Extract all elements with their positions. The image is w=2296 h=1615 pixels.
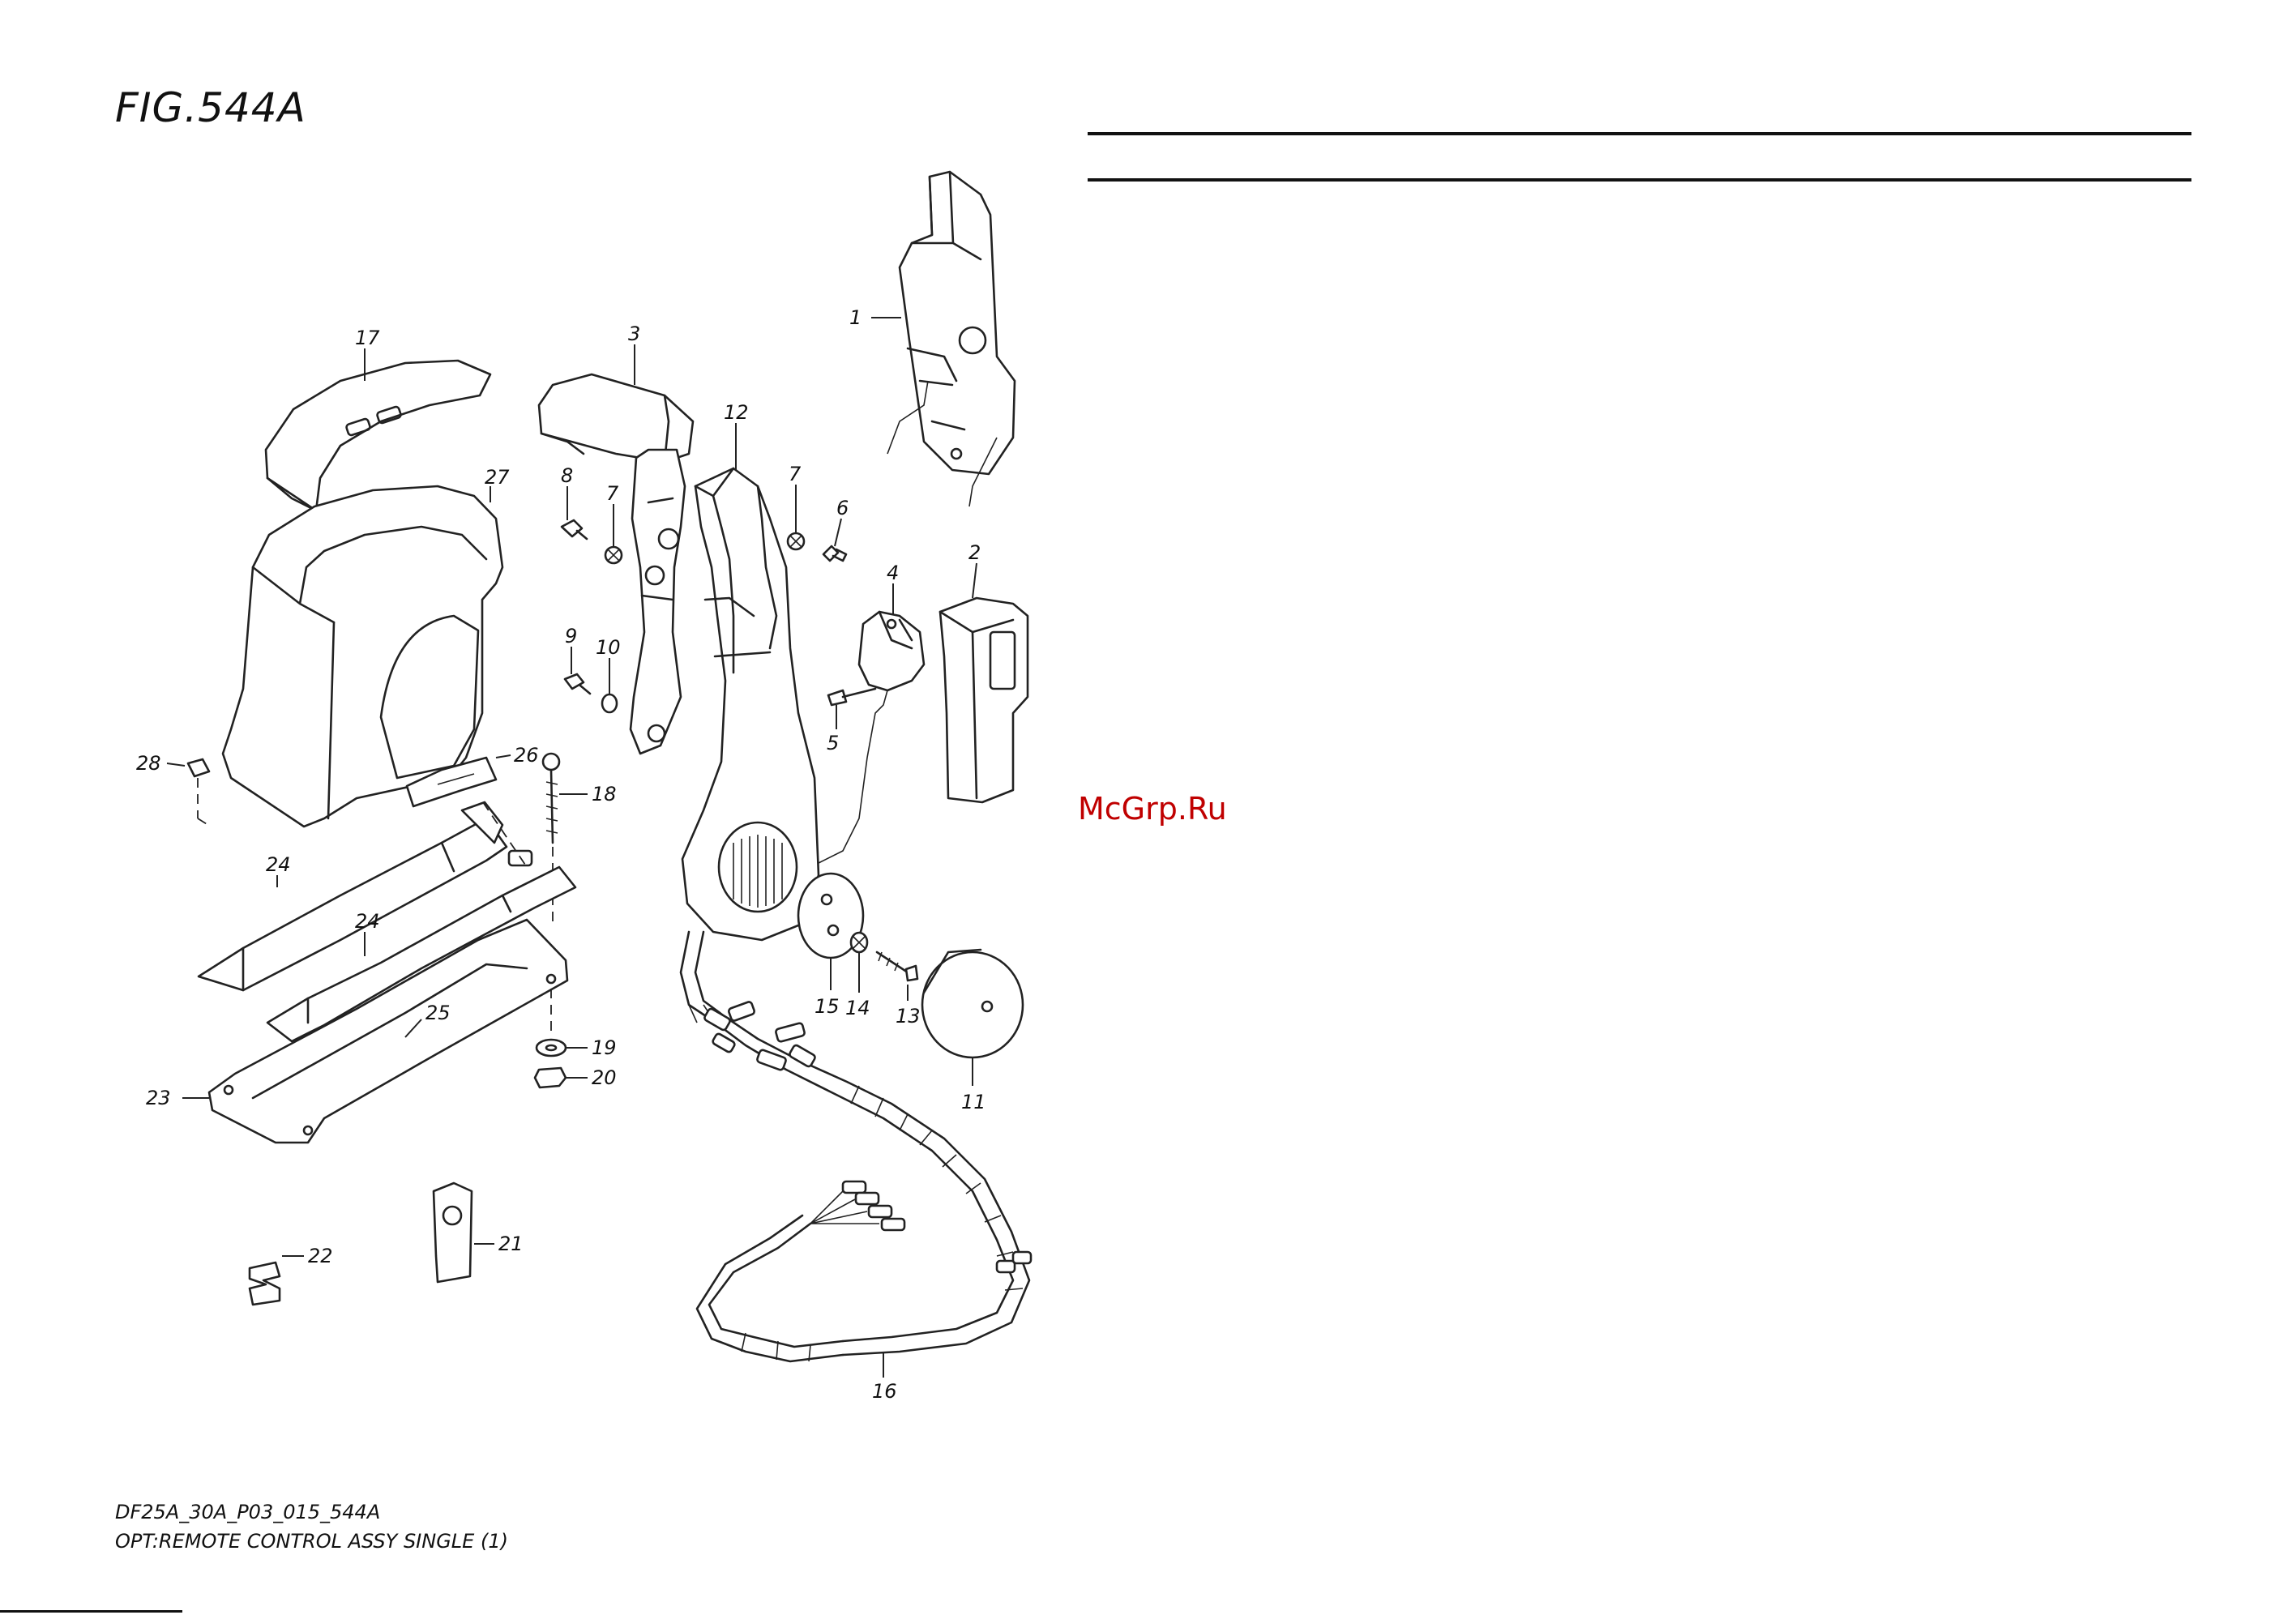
part-28-bolt bbox=[188, 759, 209, 818]
footer-rule bbox=[0, 1610, 182, 1613]
part-19-washer bbox=[537, 1040, 566, 1056]
model-code: DF25A_30A_P03_015_544A bbox=[115, 1501, 380, 1523]
part-5-screw bbox=[828, 689, 875, 705]
callout-21: 21 bbox=[498, 1233, 524, 1255]
callout-18: 18 bbox=[592, 783, 617, 805]
callout-27: 27 bbox=[485, 466, 510, 489]
callout-13: 13 bbox=[896, 1005, 921, 1028]
callout-20: 20 bbox=[592, 1066, 617, 1089]
part-7-washer-right bbox=[788, 533, 804, 549]
callout-26: 26 bbox=[514, 744, 539, 767]
callout-25: 25 bbox=[425, 1002, 451, 1024]
figure-description: OPT:REMOTE CONTROL ASSY SINGLE (1) bbox=[115, 1530, 508, 1553]
part-10-washer bbox=[602, 694, 617, 712]
callout-11: 11 bbox=[961, 1091, 986, 1113]
part-17-upper-cover bbox=[266, 361, 490, 511]
callout-23: 23 bbox=[146, 1087, 171, 1109]
callout-24-lower: 24 bbox=[355, 910, 380, 933]
part-22-retainer bbox=[250, 1263, 280, 1305]
callout-16: 16 bbox=[872, 1380, 897, 1403]
callout-10: 10 bbox=[596, 636, 621, 659]
part-14-washer bbox=[851, 933, 867, 952]
callout-8: 8 bbox=[561, 464, 573, 487]
callout-9: 9 bbox=[565, 625, 577, 647]
part-3-handle-lever bbox=[539, 374, 693, 754]
callout-1: 1 bbox=[849, 306, 862, 329]
callout-22: 22 bbox=[308, 1245, 333, 1267]
part-6-screw bbox=[823, 546, 846, 561]
callout-4: 4 bbox=[887, 562, 899, 584]
callout-labels: 1 2 3 4 5 6 7 7 8 9 10 11 12 13 14 15 16… bbox=[136, 306, 986, 1403]
part-13-screw bbox=[877, 952, 917, 981]
callout-12: 12 bbox=[724, 401, 749, 424]
part-8-bolt bbox=[562, 520, 587, 539]
part-21-clip bbox=[434, 1183, 472, 1282]
callout-6: 6 bbox=[836, 497, 849, 519]
callout-24-upper: 24 bbox=[266, 853, 291, 876]
callout-28: 28 bbox=[136, 752, 161, 775]
callout-7-left: 7 bbox=[606, 482, 619, 505]
callout-5: 5 bbox=[827, 732, 839, 754]
part-2-cover bbox=[940, 598, 1028, 802]
part-9-bolt bbox=[565, 674, 590, 694]
callout-15: 15 bbox=[815, 995, 840, 1018]
callout-17: 17 bbox=[355, 327, 380, 349]
part-11-hub-cap bbox=[922, 950, 1023, 1057]
callout-14: 14 bbox=[845, 997, 870, 1019]
callout-3: 3 bbox=[628, 323, 640, 345]
callout-7-right: 7 bbox=[789, 463, 802, 485]
part-20-nut bbox=[535, 1068, 566, 1087]
callout-2: 2 bbox=[968, 541, 981, 564]
part-7-washer-left bbox=[605, 547, 622, 563]
part-1-remote-control-assy bbox=[887, 172, 1015, 506]
callout-19: 19 bbox=[592, 1036, 617, 1059]
